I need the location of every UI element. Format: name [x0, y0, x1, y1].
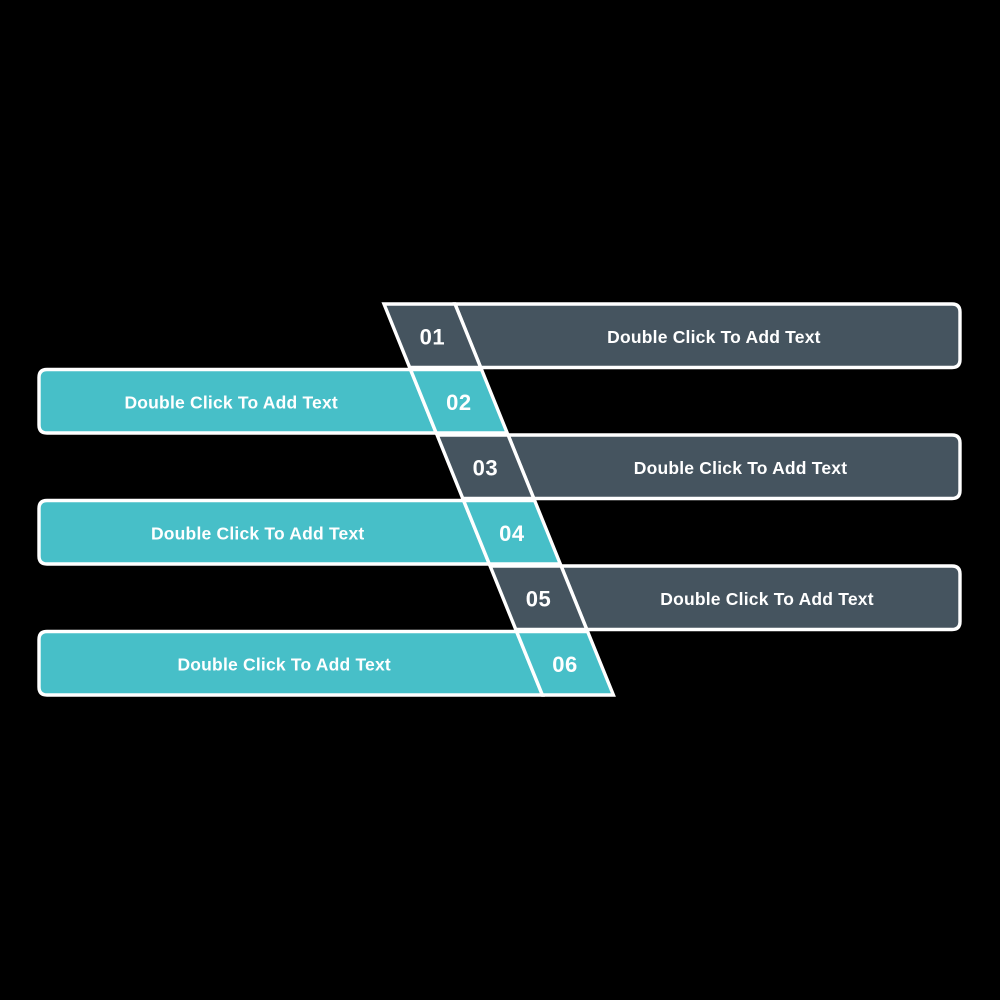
number-label-01[interactable]: 01: [420, 324, 445, 349]
text-bar-05[interactable]: [558, 564, 962, 632]
bar-label-06[interactable]: Double Click To Add Text: [177, 654, 391, 674]
number-label-04[interactable]: 04: [499, 521, 525, 546]
list-row-06: 06 Double Click To Add Text: [37, 629, 616, 697]
bar-label-05[interactable]: Double Click To Add Text: [660, 589, 874, 609]
number-label-02[interactable]: 02: [446, 390, 471, 415]
number-cell-04[interactable]: [461, 498, 563, 566]
text-bar-06[interactable]: [37, 629, 545, 697]
bar-label-04[interactable]: Double Click To Add Text: [151, 523, 365, 543]
list-row-04: 04 Double Click To Add Text: [37, 498, 563, 566]
number-label-06[interactable]: 06: [552, 652, 577, 677]
number-label-03[interactable]: 03: [473, 455, 498, 480]
bar-label-02[interactable]: Double Click To Add Text: [124, 392, 338, 412]
list-row-02: 02 Double Click To Add Text: [37, 367, 510, 435]
list-row-03: 03 Double Click To Add Text: [434, 433, 962, 501]
number-cell-05[interactable]: [487, 564, 590, 632]
text-bar-02[interactable]: [37, 367, 439, 435]
bar-label-01[interactable]: Double Click To Add Text: [607, 327, 821, 347]
number-label-05[interactable]: 05: [526, 586, 551, 611]
number-cell-01[interactable]: [381, 302, 484, 370]
text-bar-04[interactable]: [37, 498, 492, 566]
number-cell-03[interactable]: [434, 433, 537, 501]
number-cell-06[interactable]: [514, 629, 616, 697]
list-row-05: 05 Double Click To Add Text: [487, 564, 962, 632]
text-bar-01[interactable]: [452, 302, 962, 370]
text-bar-03[interactable]: [505, 433, 962, 501]
bar-label-03[interactable]: Double Click To Add Text: [634, 458, 848, 478]
number-cell-02[interactable]: [407, 367, 510, 435]
list-row-01: 01 Double Click To Add Text: [381, 302, 962, 370]
